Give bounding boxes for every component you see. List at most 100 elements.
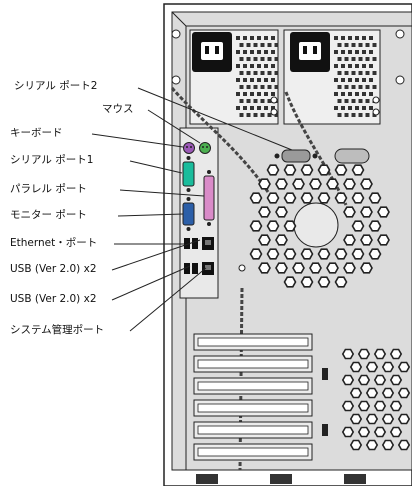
vent-hole [274, 113, 279, 117]
grill-hole [334, 248, 348, 260]
grill-hole [343, 178, 356, 190]
blank-knockout [334, 148, 370, 164]
label-usb-lower: USB (Ver 2.0) x2 [10, 293, 97, 305]
vent-hole [334, 50, 338, 54]
serial-port-2[interactable] [274, 149, 318, 163]
vent-hole [250, 36, 254, 40]
vent-hole [355, 64, 359, 68]
vent-hole [351, 99, 356, 103]
vent-hole [264, 64, 268, 68]
grill-hole [334, 276, 348, 288]
vent-hole [243, 78, 247, 82]
vent-hole [239, 57, 244, 61]
vent-hole [348, 50, 352, 54]
system-management-port[interactable] [202, 262, 214, 275]
vent-hole [362, 92, 366, 96]
vent-hole [369, 78, 373, 82]
vent-hole [337, 57, 342, 61]
vent-hole [351, 71, 356, 75]
vent-hole [362, 36, 366, 40]
vent-hole [348, 36, 352, 40]
grill-hole [381, 413, 395, 425]
grill-hole [283, 276, 297, 288]
vent-hole [253, 71, 258, 75]
label-usb-upper: USB (Ver 2.0) x2 [10, 263, 97, 275]
grill-hole [349, 361, 363, 373]
vent-hole [334, 64, 338, 68]
vent-hole [351, 113, 356, 117]
slot-opening [197, 381, 309, 391]
power-supply-left [189, 29, 279, 125]
grill-hole [365, 439, 379, 451]
usb-ports-upper[interactable] [184, 238, 198, 249]
grill-hole [368, 192, 382, 204]
grill-hole [266, 192, 280, 204]
grill-hole [389, 426, 403, 438]
grill-hole [249, 192, 263, 204]
serial-port-1[interactable] [182, 156, 195, 192]
grill-hole [351, 192, 365, 204]
grill-hole [373, 400, 387, 412]
label-system-management-port: システム管理ポート [10, 324, 105, 336]
vent-hole [274, 43, 279, 47]
vent-hole [337, 99, 342, 103]
grill-hole [309, 262, 322, 274]
vent-hole [334, 78, 338, 82]
slot-latch [322, 368, 328, 380]
vent-hole [369, 106, 373, 110]
grill-hole [357, 426, 371, 438]
vent-hole [369, 36, 373, 40]
label-serial-port-1: シリアル ポート1 [10, 154, 94, 166]
usb-ports-lower[interactable] [184, 263, 198, 274]
vent-hole [369, 50, 373, 54]
grill-hole [397, 361, 411, 373]
vent-hole [369, 92, 373, 96]
keyboard-port[interactable] [183, 142, 195, 154]
vent-hole [253, 43, 258, 47]
slot-opening [197, 403, 309, 413]
ethernet-port[interactable] [202, 237, 214, 250]
grill-hole [283, 192, 297, 204]
grill-hole [317, 192, 331, 204]
vent-hole [365, 43, 370, 47]
grill-hole [334, 164, 348, 176]
vent-hole [271, 64, 275, 68]
monitor-port[interactable] [182, 197, 195, 231]
grill-hole [258, 234, 271, 246]
vent-hole [351, 57, 356, 61]
grill-hole [368, 220, 382, 232]
vent-hole [348, 92, 352, 96]
grill-hole [357, 374, 371, 386]
grill-hole [326, 262, 339, 274]
grill-hole [357, 400, 371, 412]
vent-hole [351, 43, 356, 47]
screw [171, 29, 181, 39]
vent-hole [358, 71, 363, 75]
vent-hole [257, 92, 261, 96]
grill-hole [275, 234, 288, 246]
grill-hole [300, 276, 314, 288]
vent-hole [348, 78, 352, 82]
label-keyboard: キーボード [10, 127, 63, 139]
mouse-port[interactable] [199, 142, 211, 154]
expansion-slots [193, 333, 313, 461]
vent-hole [246, 113, 251, 117]
label-ethernet-port: Ethernet・ポート [10, 237, 98, 249]
grill-hole [377, 206, 390, 218]
grill-hole [266, 164, 280, 176]
vent-hole [355, 50, 359, 54]
grill-hole [341, 348, 355, 360]
grill-hole [317, 164, 331, 176]
vent-hole [243, 106, 247, 110]
vent-hole [362, 106, 366, 110]
vent-hole [372, 85, 377, 89]
grill-hole [275, 178, 288, 190]
grill-hole [389, 400, 403, 412]
vent-hole [358, 85, 363, 89]
vent-hole [243, 64, 247, 68]
parallel-port[interactable] [203, 170, 215, 226]
grill-hole [317, 248, 331, 260]
grill-hole [349, 387, 363, 399]
grill-hole [381, 387, 395, 399]
slot-opening [197, 337, 309, 347]
